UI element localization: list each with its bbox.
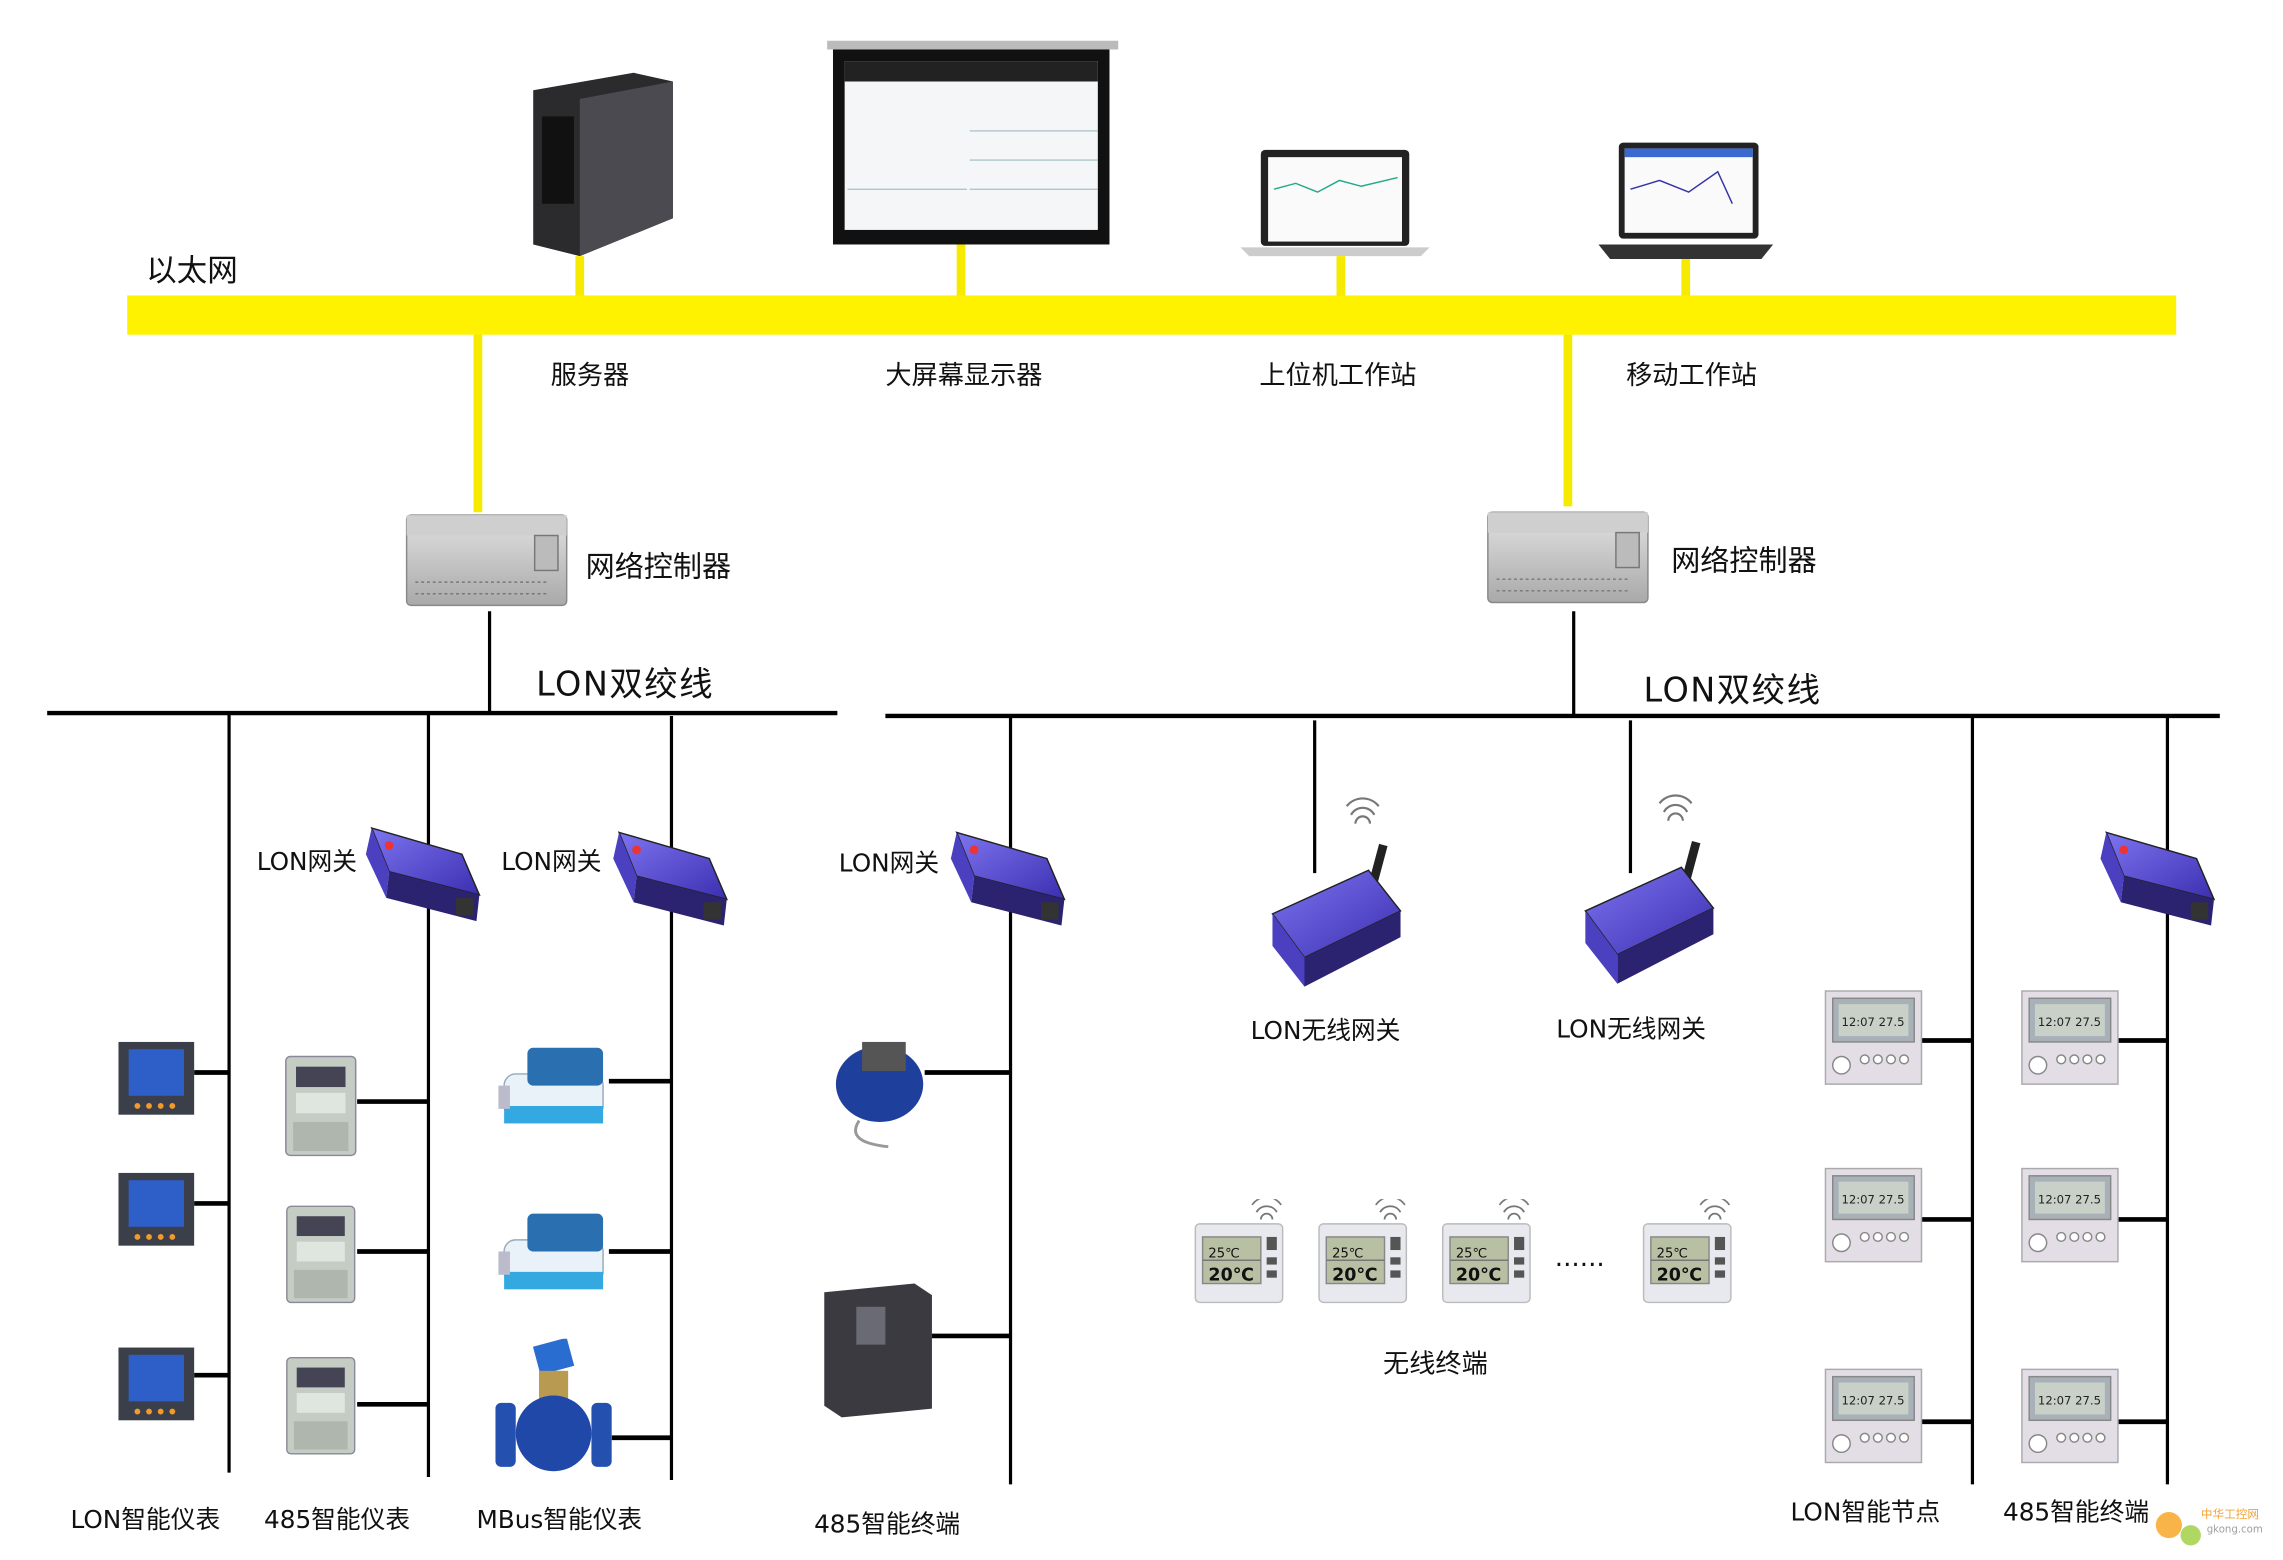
mbus-water-meter-icon: [498, 1212, 604, 1291]
terminal-485-icon: [2021, 990, 2119, 1085]
thermostat-display-top: 25℃: [1332, 1246, 1363, 1261]
lon-node-icon: [1824, 990, 1923, 1085]
mbus-flow-meter-icon: [495, 1338, 612, 1472]
lon-gateway-icon: [950, 831, 1066, 927]
lon-meter-icon: [118, 1347, 195, 1421]
thermostat-display-top: 25℃: [1657, 1246, 1688, 1261]
meter-485-icon: [286, 1356, 356, 1455]
lon-node-icon: [1824, 1368, 1923, 1464]
meter-485-label: 485智能仪表: [264, 1505, 410, 1534]
lon-node-label: LON智能节点: [1791, 1498, 1941, 1527]
flowmeter-icon: [835, 1041, 924, 1149]
terminal-485-icon: [2021, 1167, 2119, 1263]
wireless-thermostat: 25℃ 20℃: [1642, 1199, 1732, 1304]
wireless-thermostat: 25℃ 20℃: [1441, 1199, 1531, 1304]
lon-wireless-gateway-icon: [1584, 794, 1715, 985]
thermostat-display-bottom: 20℃: [1657, 1266, 1702, 1286]
network-controller-icon: [405, 514, 568, 607]
thermostat-display-bottom: 20℃: [1332, 1266, 1377, 1286]
terminal-485-label: 485智能终端: [814, 1509, 960, 1538]
lon-bus-label: LON双绞线: [1644, 670, 1822, 709]
lon-meter-icon: [118, 1041, 195, 1115]
ethernet-bus: [127, 295, 2177, 335]
terminal-485-icon: [2021, 1368, 2119, 1464]
wireless-gateway-label: LON无线网关: [1251, 1016, 1401, 1045]
lon-meter-label: LON智能仪表: [70, 1505, 220, 1534]
lon-node: 12:07 27.5: [1824, 1368, 1923, 1464]
lon-meter-icon: [118, 1172, 195, 1246]
projection-screen-icon: [827, 40, 1119, 245]
thermostat-display-bottom: 20℃: [1208, 1266, 1253, 1286]
node-display: 12:07 27.5: [2038, 1015, 2101, 1029]
wireless-gateway-label: LON无线网关: [1556, 1015, 1706, 1044]
ethernet-label: 以太网: [146, 254, 238, 289]
watermark-text: 中华工控网: [2201, 1507, 2259, 1521]
lon-gateway-icon: [2099, 831, 2215, 927]
inverter-icon: [824, 1283, 932, 1418]
terminal-485: 12:07 27.5: [2021, 1167, 2119, 1263]
lon-wireless-gateway-icon: [1271, 797, 1402, 988]
thermostat-display-bottom: 20℃: [1456, 1266, 1501, 1286]
terminal-485: 12:07 27.5: [2021, 1368, 2119, 1464]
wireless-thermostat: 25℃ 20℃: [1194, 1199, 1284, 1304]
laptop-icon: [1240, 149, 1430, 257]
node-display: 12:07 27.5: [1841, 1192, 1904, 1206]
meter-485-icon: [286, 1205, 356, 1304]
node-display: 12:07 27.5: [1841, 1393, 1904, 1407]
lon-node-icon: [1824, 1167, 1923, 1263]
gateway-label: LON网关: [839, 849, 939, 878]
server-label: 服务器: [551, 361, 630, 391]
mobile-workstation-label: 移动工作站: [1626, 361, 1757, 391]
more-terminals-ellipsis: ......: [1555, 1243, 1605, 1273]
mbus-water-meter-icon: [498, 1047, 604, 1125]
network-controller-icon: [1487, 511, 1649, 604]
thermostat-display-top: 25℃: [1456, 1246, 1487, 1261]
gateway-label: LON网关: [501, 847, 601, 876]
node-display: 12:07 27.5: [2038, 1192, 2101, 1206]
host-workstation-label: 上位机工作站: [1259, 361, 1416, 391]
device-connection-stubs: [194, 1038, 2168, 1441]
server-tower-icon: [533, 72, 673, 257]
controller-label: 网络控制器: [1671, 543, 1816, 577]
lon-gateway-icon: [365, 827, 481, 922]
gkong-watermark-logo: 中华工控网 gkong.com: [2155, 1507, 2263, 1546]
lon-node: 12:07 27.5: [1824, 990, 1923, 1085]
thermostat-display-top: 25℃: [1208, 1246, 1239, 1261]
laptop-icon: [1598, 142, 1774, 260]
wireless-thermostat: 25℃ 20℃: [1318, 1199, 1408, 1304]
meter-485-icon: [285, 1055, 357, 1157]
ethernet-drop-lines: [473, 244, 1691, 513]
gateway-label: LON网关: [257, 847, 357, 876]
lon-node: 12:07 27.5: [1824, 1167, 1923, 1263]
node-display: 12:07 27.5: [2038, 1393, 2101, 1407]
node-display: 12:07 27.5: [1841, 1015, 1904, 1029]
mbus-meter-label: MBus智能仪表: [476, 1505, 642, 1534]
terminal-485: 12:07 27.5: [2021, 990, 2119, 1085]
wireless-terminal-label: 无线终端: [1383, 1349, 1488, 1379]
controller-label: 网络控制器: [586, 549, 731, 583]
terminal-485-label: 485智能终端: [2003, 1498, 2149, 1527]
lon-twisted-pair-bus: [47, 611, 2220, 1485]
watermark-url: gkong.com: [2207, 1524, 2263, 1535]
big-screen-label: 大屏幕显示器: [885, 361, 1042, 391]
lon-bus-label: LON双绞线: [536, 665, 714, 704]
